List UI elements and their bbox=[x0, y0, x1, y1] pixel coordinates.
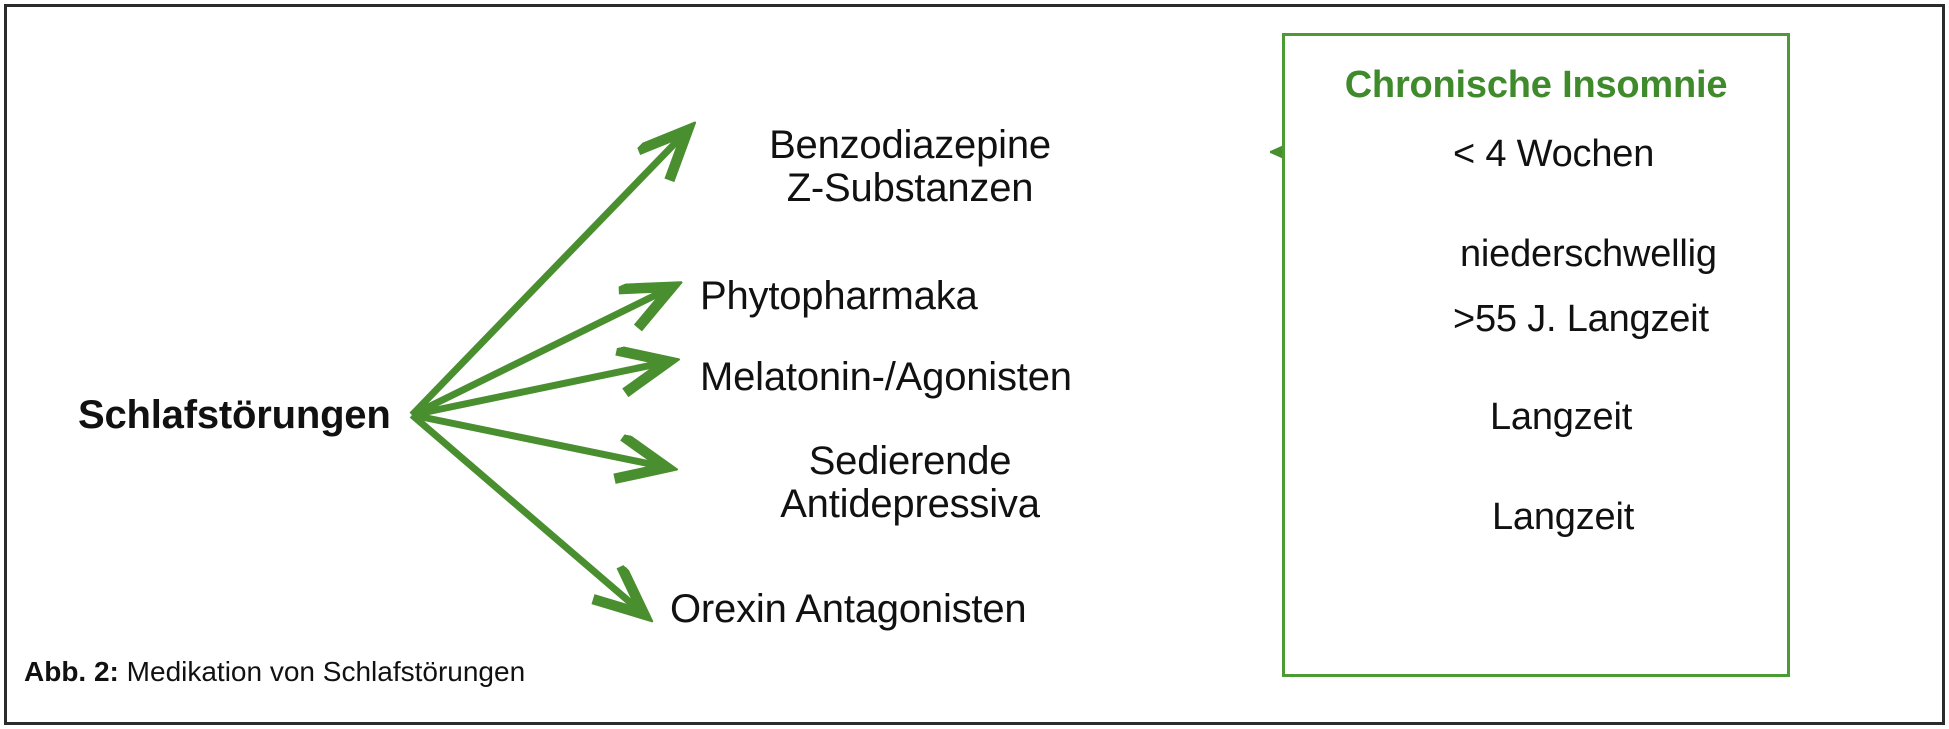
branch-label-orexin-antagonisten: Orexin Antagonisten bbox=[670, 587, 1027, 631]
panel-row-label-langzeit-antidepressiva: Langzeit bbox=[1490, 396, 1633, 438]
chronic-insomnia-panel: Chronische Insomnie bbox=[1282, 33, 1790, 677]
figure-caption-tag: Abb. 2: bbox=[24, 656, 119, 687]
branch-arrow-4 bbox=[409, 412, 639, 610]
figure-caption: Abb. 2: Medikation von Schlafstörungen bbox=[24, 656, 525, 688]
panel-row-label-under-4-weeks: < 4 Wochen bbox=[1453, 133, 1655, 175]
panel-row-label-niederschwellig: niederschwellig bbox=[1460, 233, 1717, 275]
panel-row-label-over-55-langzeit: >55 J. Langzeit bbox=[1453, 298, 1709, 340]
branch-arrow-0 bbox=[409, 135, 683, 418]
branch-arrow-3 bbox=[411, 411, 660, 466]
branch-label-phytopharmaka: Phytopharmaka bbox=[700, 274, 978, 318]
chronic-insomnia-title: Chronische Insomnie bbox=[1344, 64, 1728, 106]
branch-label-benzodiazepine: Benzodiazepine Z-Substanzen bbox=[769, 123, 1051, 211]
branch-arrow-2 bbox=[411, 363, 662, 419]
branch-arrows bbox=[409, 135, 683, 610]
figure-caption-text: Medikation von Schlafstörungen bbox=[126, 656, 526, 687]
branch-label-sedierende-antidepressiva: Sedierende Antidepressiva bbox=[780, 439, 1040, 527]
source-node-label: Schlafstörungen bbox=[78, 393, 391, 437]
branch-arrow-1 bbox=[410, 290, 666, 419]
branch-label-melatonin-agonisten: Melatonin-/Agonisten bbox=[700, 355, 1072, 399]
panel-row-label-langzeit-orexin: Langzeit bbox=[1492, 496, 1635, 538]
